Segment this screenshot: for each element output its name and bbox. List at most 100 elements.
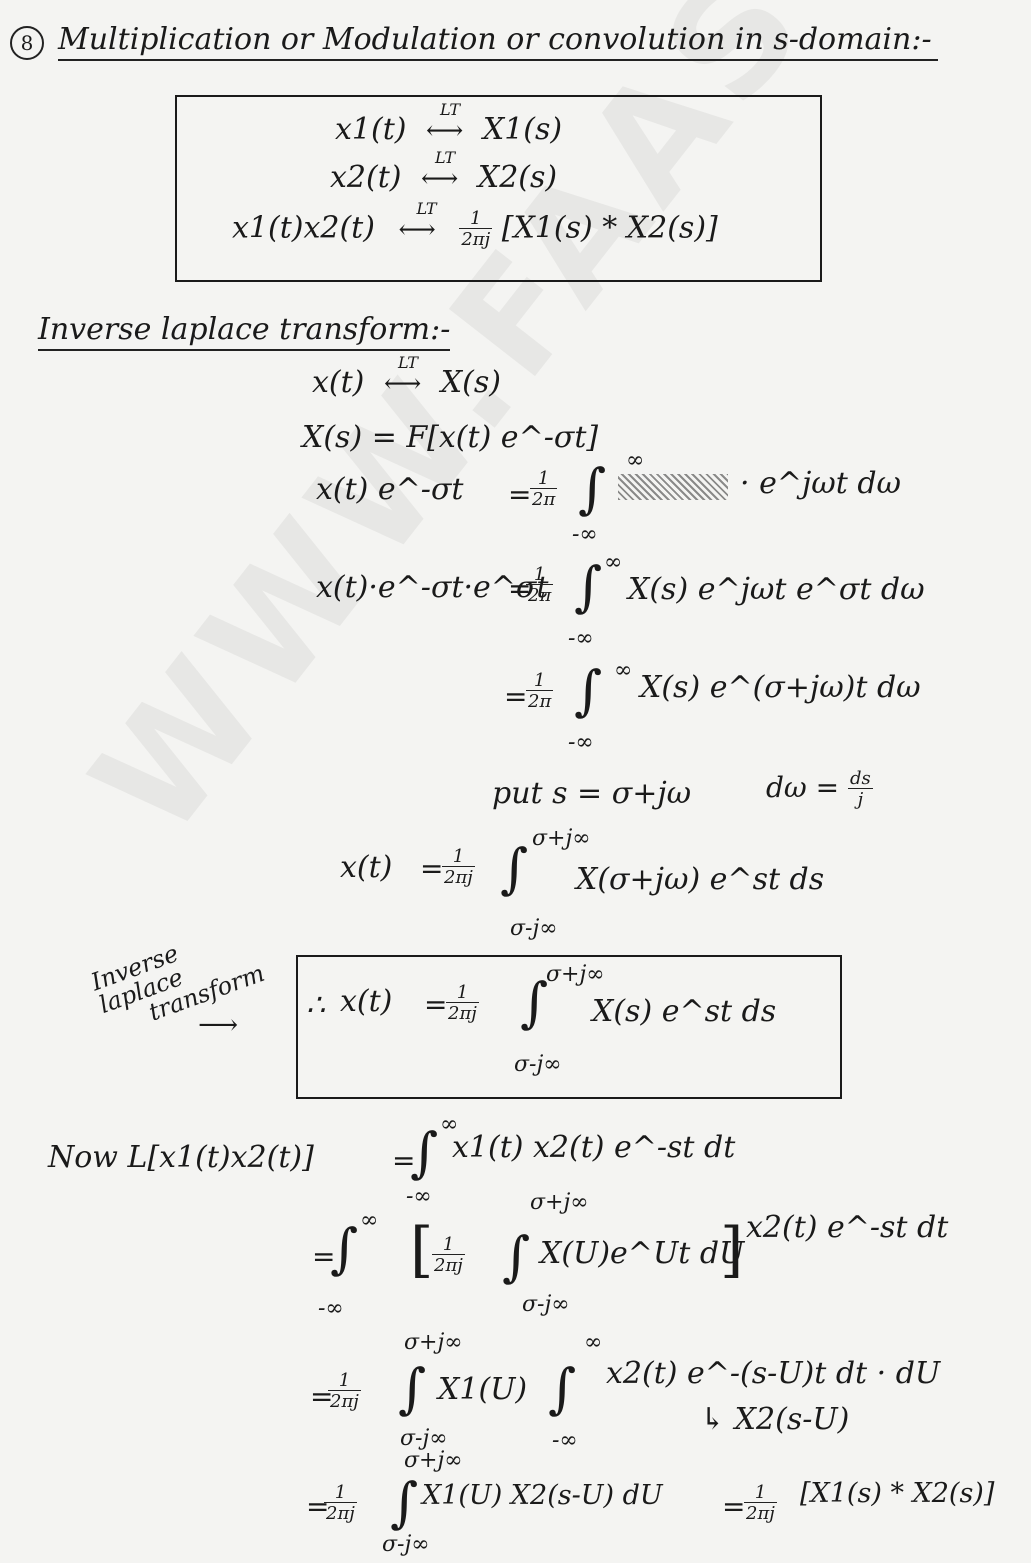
fraction-num: 1 [456, 982, 469, 1003]
upper-limit: ∞ [614, 658, 633, 683]
equals: = [722, 1490, 746, 1523]
lt-label: LT [397, 353, 418, 372]
upper-limit: σ+j∞ [404, 1330, 463, 1355]
step2-body2: x2(t) e^-(s-U)t dt · dU [606, 1356, 941, 1391]
ilt-line3-body: · e^jωt dω [740, 466, 901, 501]
fraction-num: 1 [537, 468, 550, 489]
fraction-num: 1 [470, 208, 482, 229]
fraction-den: 2πj [459, 228, 493, 250]
fraction-num: 1 [754, 1482, 767, 1503]
box2-left: x(t) [340, 984, 393, 1019]
lower-limit: -∞ [568, 730, 594, 755]
upper-limit: ∞ [440, 1112, 459, 1137]
step3-result: [X1(s) * X2(s)] [800, 1478, 995, 1509]
fraction-num: 1 [452, 846, 465, 867]
fraction-den: 2πj [324, 1502, 357, 1524]
equals: = [420, 852, 444, 885]
fraction-num: 1 [334, 1482, 347, 1503]
lower-limit: σ-j∞ [514, 1052, 562, 1077]
fraction-den: 2π [526, 690, 554, 712]
integral-sign: ∫ [410, 1121, 439, 1184]
box1-line2: x2(t) ⟷LT X2(s) [330, 148, 558, 195]
side-note: Inverse laplace transform [87, 916, 268, 1040]
equals: = [508, 478, 532, 511]
lt-label: LT [440, 100, 461, 119]
ilt-line6-left: x(t) [340, 850, 393, 885]
lt-label: LT [416, 198, 437, 218]
lower-limit: σ-j∞ [382, 1532, 430, 1557]
lower-limit: -∞ [568, 626, 594, 651]
equals: = [306, 1490, 330, 1523]
lt-arrow: ⟷LT [426, 100, 464, 146]
integral-sign: ∫ [574, 659, 603, 722]
ilt-l1-left: x(t) [312, 365, 365, 400]
fraction-den: 2πj [328, 1390, 361, 1412]
equals: = [508, 572, 532, 605]
equals: = [392, 1144, 416, 1177]
lower-limit: -∞ [552, 1428, 578, 1453]
fraction-num: 1 [338, 1370, 351, 1391]
ilt-line5-body: X(s) e^(σ+jω)t dω [640, 670, 921, 705]
box2-body: X(s) e^st ds [592, 994, 777, 1029]
upper-limit: σ+j∞ [532, 826, 591, 851]
step2-body1: X1(U) [438, 1372, 528, 1407]
therefore-symbol: ∴ [306, 988, 326, 1023]
fraction-den: 2πj [432, 1254, 465, 1276]
arrow-right-icon: ⟶ [198, 1008, 239, 1041]
ilt-l1-right: X(s) [440, 365, 501, 400]
lt-arrow: ⟷LT [421, 148, 459, 194]
multiplication-property-box [175, 95, 822, 282]
ilt-line1: x(t) ⟷LT X(s) [312, 353, 501, 400]
left-bracket: [ [410, 1215, 434, 1285]
integral-sign: ∫ [502, 1225, 531, 1288]
integral-sign: ∫ [398, 1357, 427, 1420]
equals: = [424, 988, 448, 1021]
upper-limit: σ+j∞ [404, 1448, 463, 1473]
fraction-num: 1 [533, 670, 546, 691]
fraction-num: 1 [442, 1234, 455, 1255]
right-bracket: ] [720, 1215, 744, 1285]
step1-outer-body: x2(t) e^-st dt [746, 1210, 949, 1245]
lt-arrow: ⟷LT [383, 353, 422, 399]
upper-limit: σ+j∞ [546, 962, 605, 987]
section-heading: Multiplication or Modulation or convolut… [58, 22, 938, 61]
lower-limit: σ-j∞ [522, 1292, 570, 1317]
now-body: x1(t) x2(t) e^-st dt [452, 1130, 736, 1165]
integral-sign: ∫ [500, 837, 529, 900]
box1-line2-right: X2(s) [477, 160, 558, 195]
lower-limit: σ-j∞ [400, 1426, 448, 1451]
step1-inner-body: X(U)e^Ut dU [540, 1236, 745, 1271]
integral-sign: ∫ [548, 1357, 577, 1420]
upper-limit: ∞ [360, 1208, 379, 1233]
equals: = [504, 680, 528, 713]
fraction-num: 1 [533, 564, 546, 585]
box1-line1-right: X1(s) [482, 112, 563, 147]
lower-limit: -∞ [572, 522, 598, 547]
box1-line1-left: x1(t) [335, 112, 407, 147]
dw-left: dω = [766, 771, 840, 804]
integral-sign: ∫ [578, 457, 607, 520]
scribbled-out-text [618, 474, 728, 500]
lt-arrow: ⟷LT [398, 198, 437, 245]
box1-line1: x1(t) ⟷LT X1(s) [335, 100, 563, 147]
upper-limit: ∞ [604, 550, 623, 575]
step2-note: ↳ X2(s-U) [700, 1402, 850, 1437]
fraction-num: ds [850, 768, 871, 789]
now-left: Now L[x1(t)x2(t)] [48, 1140, 314, 1175]
substitution: put s = σ+jω [492, 776, 692, 811]
inverse-laplace-box [296, 955, 842, 1099]
section-number: 8 [10, 26, 44, 60]
ilt-line6-body: X(σ+jω) e^st ds [576, 862, 825, 897]
fraction-den: 2π [530, 488, 558, 510]
